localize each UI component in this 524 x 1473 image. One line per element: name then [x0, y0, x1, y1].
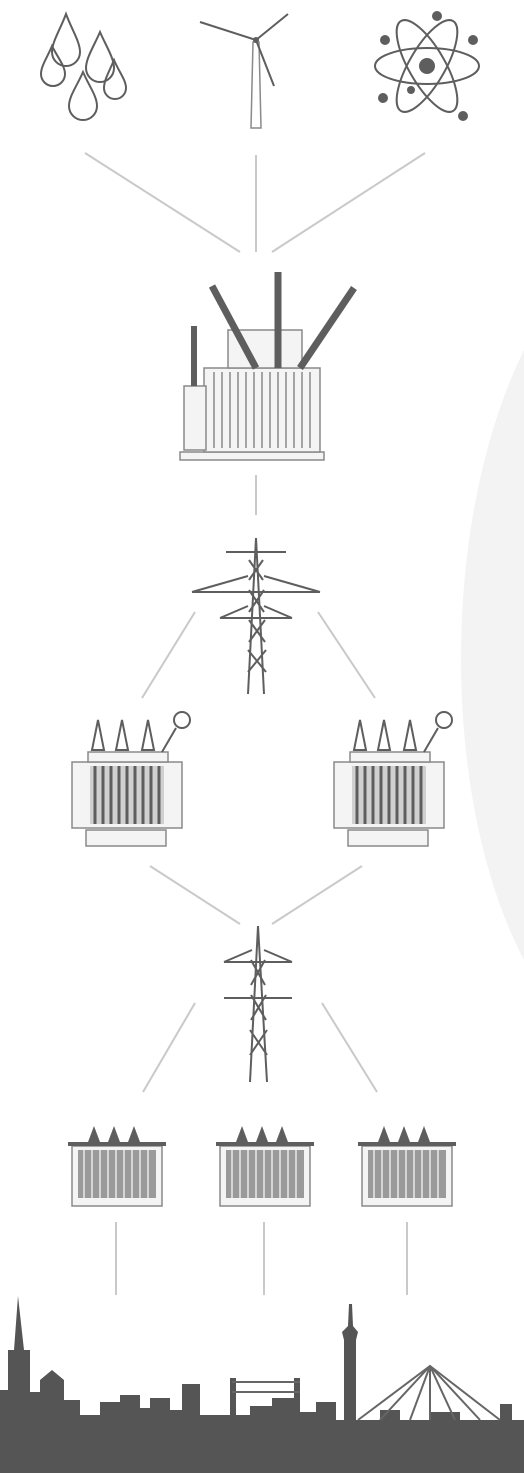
connector-medium-pylon-right: [321, 1002, 378, 1093]
medium-pylon-icon: [223, 925, 293, 1083]
large-transformer-icon: [179, 272, 357, 461]
connector-water-transformer: [84, 152, 241, 253]
wind-turbine-icon: [199, 13, 289, 129]
background-arc: [461, 350, 524, 960]
substation-transformer-left: [71, 711, 191, 847]
atom-icon: [374, 11, 480, 121]
distribution-transformer-2: [216, 1126, 314, 1207]
connectors: [84, 152, 426, 1295]
city-skyline-icon: [0, 1296, 524, 1473]
substation-transformer-right: [333, 711, 453, 847]
connector-nuclear-transformer: [271, 152, 426, 253]
connector-pylon-left: [141, 611, 196, 699]
connector-medium-pylon-left: [142, 1002, 196, 1093]
transmission-tower-icon: [191, 537, 321, 695]
water-drops-icon: [39, 11, 128, 121]
distribution-transformer-1: [68, 1126, 166, 1207]
distribution-transformer-3: [358, 1126, 456, 1207]
connector-left-medium-pylon: [149, 865, 241, 925]
connector-right-medium-pylon: [271, 865, 363, 925]
connector-pylon-right: [317, 611, 376, 699]
